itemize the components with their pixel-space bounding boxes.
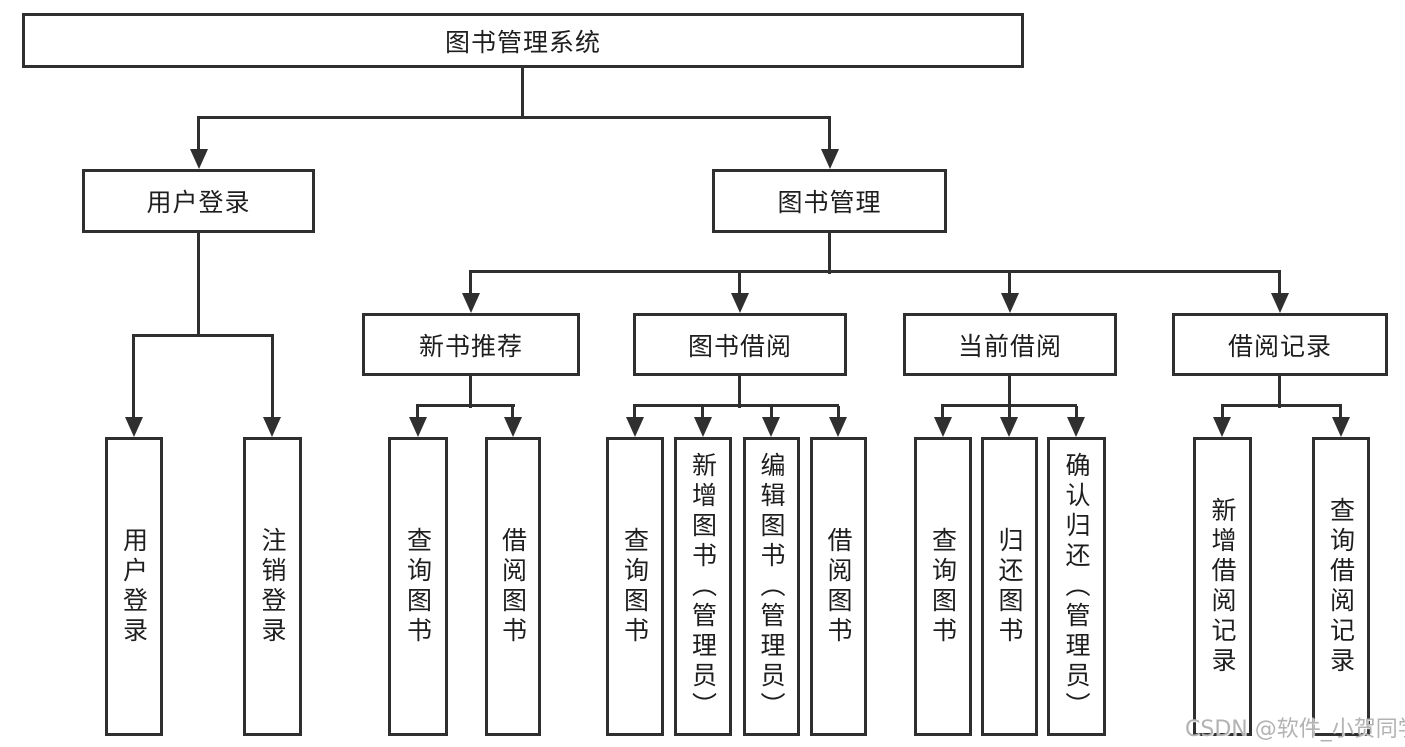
node-add-books-admin: 新增图书（管理员） [674, 437, 732, 736]
arrow-down-icon [1001, 293, 1019, 313]
node-new-book-recommend: 新书推荐 [362, 313, 580, 376]
connector-stem [469, 272, 472, 297]
node-logout-label: 注销登录 [258, 526, 287, 647]
node-borrowing-records: 借阅记录 [1172, 313, 1388, 376]
arrow-down-icon [821, 149, 839, 169]
connector-stem [197, 118, 200, 152]
node-add-borrow-record-label: 新增借阅记录 [1208, 496, 1237, 677]
node-return-books-label: 归还图书 [995, 526, 1024, 647]
connector-stem [197, 233, 200, 337]
node-book-borrowing: 图书借阅 [633, 313, 847, 376]
arrow-down-icon [1000, 417, 1018, 437]
connector-stem [1008, 406, 1011, 422]
connector-stem [941, 406, 944, 422]
connector-stem [633, 406, 636, 422]
connector-stem [469, 376, 472, 408]
connector-stem [828, 118, 831, 152]
node-edit-books-admin: 编辑图书（管理员） [743, 437, 800, 736]
node-user-login: 用户登录 [82, 169, 315, 233]
arrow-down-icon [934, 417, 952, 437]
connector-stem [828, 233, 831, 274]
node-query-books-recommend: 查询图书 [388, 437, 448, 736]
node-return-books: 归还图书 [981, 437, 1038, 736]
connector-stem [511, 406, 514, 422]
node-query-borrow-record: 查询借阅记录 [1312, 437, 1370, 736]
node-borrow-books-recommend-label: 借阅图书 [498, 526, 528, 647]
node-borrow-books-leaf-label: 借阅图书 [824, 526, 853, 647]
csdn-watermark: CSDN @软件_小贺同学 [1185, 717, 1405, 742]
connector-stem [132, 336, 135, 421]
node-book-management: 图书管理 [712, 169, 947, 233]
node-borrow-books-recommend: 借阅图书 [485, 437, 541, 736]
arrow-down-icon [263, 417, 281, 437]
connector-branch [941, 404, 1077, 407]
arrow-down-icon [1271, 293, 1289, 313]
arrow-down-icon [504, 417, 522, 437]
node-edit-books-admin-label: 编辑图书（管理员） [757, 451, 786, 722]
node-current-borrowing: 当前借阅 [903, 313, 1117, 376]
arrow-down-icon [1067, 417, 1085, 437]
connector-stem [837, 406, 840, 422]
node-user-login-leaf-label: 用户登录 [119, 526, 149, 647]
connector-stem [738, 376, 741, 408]
connector-stem [770, 406, 773, 422]
arrow-down-icon [1213, 417, 1231, 437]
arrow-down-icon [125, 417, 143, 437]
connector-stem [271, 336, 274, 421]
connector-stem [1075, 406, 1078, 422]
node-query-books-current: 查询图书 [914, 437, 972, 736]
connector-stem [701, 406, 704, 422]
node-add-borrow-record: 新增借阅记录 [1193, 437, 1252, 736]
connector-stem [1008, 272, 1011, 297]
connector-branch [132, 334, 274, 337]
arrow-down-icon [462, 293, 480, 313]
connector-branch [1221, 404, 1342, 407]
connector-root-stem [521, 68, 524, 119]
connector-branch [469, 270, 1281, 273]
arrow-down-icon [829, 417, 847, 437]
arrow-down-icon [762, 417, 780, 437]
connector-branch [633, 404, 839, 407]
node-user-login-leaf: 用户登录 [105, 437, 163, 736]
node-query-books-borrowing-label: 查询图书 [620, 526, 650, 647]
node-query-books-current-label: 查询图书 [928, 526, 958, 647]
node-logout: 注销登录 [243, 437, 302, 736]
connector-stem [416, 406, 419, 422]
arrow-down-icon [626, 417, 644, 437]
node-query-books-recommend-label: 查询图书 [403, 526, 433, 647]
node-confirm-return-admin: 确认归还（管理员） [1047, 437, 1106, 736]
node-query-borrow-record-label: 查询借阅记录 [1326, 496, 1356, 677]
connector-stem [1221, 406, 1224, 422]
connector-stem [1008, 376, 1011, 408]
node-add-books-admin-label: 新增图书（管理员） [688, 451, 718, 722]
node-confirm-return-admin-label: 确认归还（管理员） [1062, 451, 1091, 722]
connector-stem [1278, 272, 1281, 297]
connector-branch [416, 404, 515, 407]
connector-stem [1339, 406, 1342, 422]
connector-stem [738, 272, 741, 297]
arrow-down-icon [1332, 417, 1350, 437]
node-borrow-books-leaf: 借阅图书 [810, 437, 867, 736]
arrow-down-icon [694, 417, 712, 437]
node-query-books-borrowing: 查询图书 [606, 437, 664, 736]
node-root: 图书管理系统 [22, 13, 1024, 68]
connector-root-branch [197, 116, 831, 119]
connector-stem [1278, 376, 1281, 408]
arrow-down-icon [731, 293, 749, 313]
arrow-down-icon [409, 417, 427, 437]
arrow-down-icon [190, 149, 208, 169]
